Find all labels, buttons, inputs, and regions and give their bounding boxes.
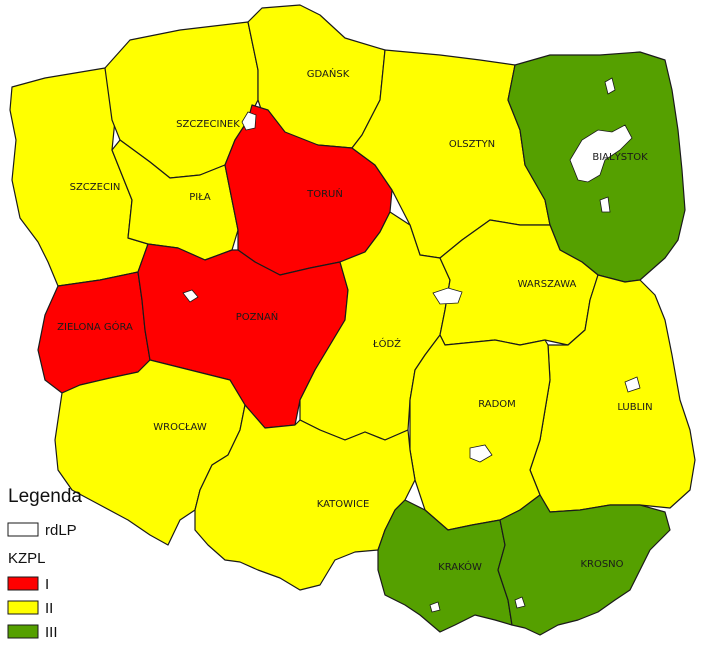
legend-label-II: II <box>45 600 53 617</box>
lake-shape <box>624 376 641 393</box>
region-krosno[interactable] <box>497 494 671 636</box>
legend-label-rdlp: rdLP <box>45 522 77 539</box>
region-label: ŁÓDŹ <box>372 337 401 350</box>
region-label: OLSZTYN <box>449 139 495 150</box>
lake-shape <box>604 77 616 95</box>
lake-shape <box>432 287 463 305</box>
lakes-layer <box>182 77 641 613</box>
legend-title: Legenda <box>8 486 82 507</box>
legend-swatch-III <box>7 624 39 639</box>
region-label: RADOM <box>478 399 516 410</box>
region-label: WROCŁAW <box>153 422 207 433</box>
regions-layer <box>9 4 696 636</box>
lake-shape <box>514 596 526 609</box>
legend-swatch-II <box>7 600 39 615</box>
region-label: WARSZAWA <box>518 279 577 290</box>
region-labels: GDAŃSK SZCZECINEK SZCZECIN PIŁA TORUŃ OL… <box>57 67 652 573</box>
lake-shape <box>469 444 493 463</box>
lake-shape <box>241 111 257 131</box>
legend-swatch-I <box>7 576 39 591</box>
region-label: KRAKÓW <box>438 560 482 573</box>
lake-shape <box>569 124 633 183</box>
lake-shape <box>182 289 199 303</box>
region-label: ZIELONA GÓRA <box>57 320 133 333</box>
region-label: GDAŃSK <box>307 67 350 80</box>
region-radom[interactable] <box>409 334 551 531</box>
legend-field-label: KZPL <box>8 550 46 567</box>
lake-shape <box>429 601 441 613</box>
legend-label-I: I <box>45 576 49 593</box>
lake-shape <box>599 196 611 213</box>
region-label: KROSNO <box>580 559 623 570</box>
region-label: TORUŃ <box>306 187 343 200</box>
legend-swatch-rdlp <box>7 522 39 537</box>
legend-label-III: III <box>45 624 58 641</box>
region-label: SZCZECINEK <box>176 119 240 130</box>
region-label: POZNAŃ <box>236 310 279 323</box>
region-label: KATOWICE <box>317 499 370 510</box>
region-label: LUBLIN <box>617 402 652 413</box>
region-label: SZCZECIN <box>70 182 121 193</box>
region-label: PIŁA <box>189 192 211 203</box>
legend: Legenda rdLP KZPL I II III <box>7 486 82 641</box>
region-label: BIAŁYSTOK <box>592 152 648 163</box>
